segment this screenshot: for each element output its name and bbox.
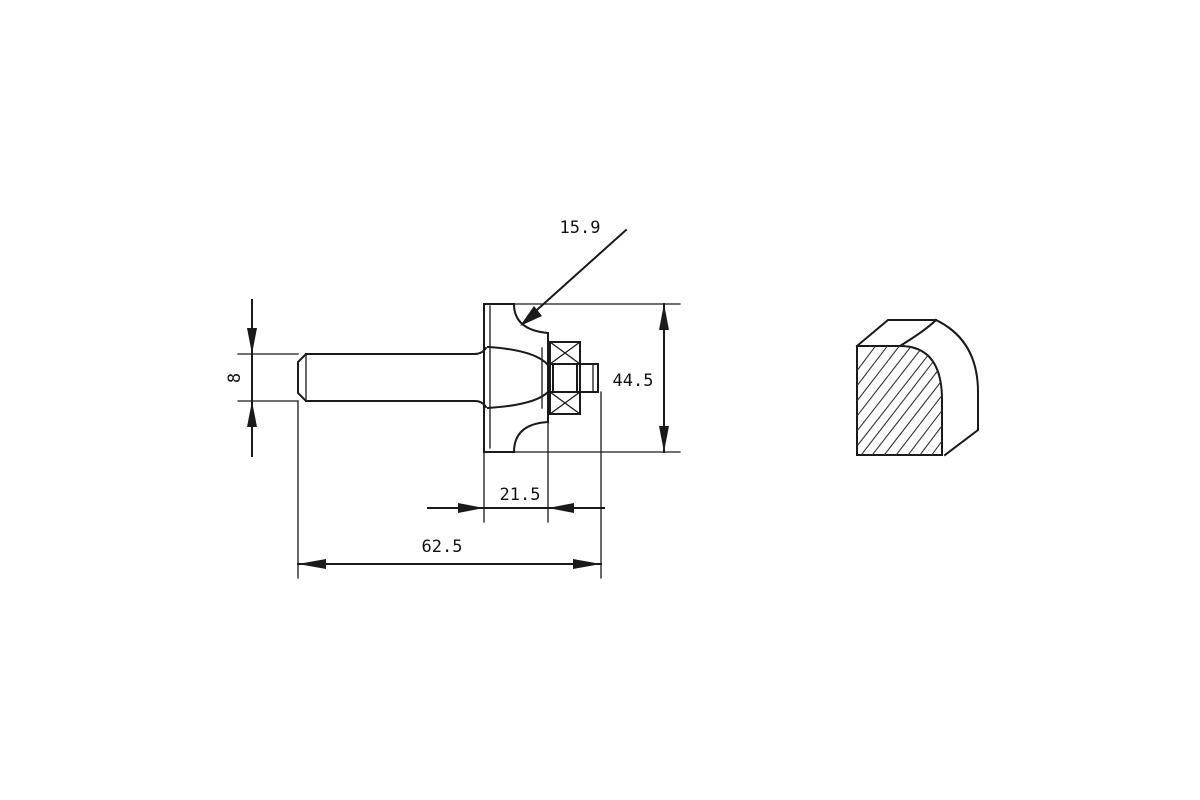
profile-hatching	[857, 346, 942, 455]
dim-shank-diameter: 8	[225, 299, 299, 457]
radius-label: 15.9	[560, 218, 601, 238]
cutter-diameter-label: 44.5	[613, 371, 654, 391]
cutter-body	[483, 302, 550, 454]
dim-overall-length: 62.5	[297, 391, 602, 579]
overall-length-label: 62.5	[422, 537, 463, 557]
shank	[297, 346, 488, 409]
dim-cutter-diameter: 44.5	[513, 303, 681, 453]
dim-cutting-height: 21.5	[427, 421, 605, 523]
profile-cross-section	[855, 318, 979, 457]
bearing	[549, 341, 599, 415]
dim-radius: 15.9	[520, 218, 628, 326]
cutting-height-label: 21.5	[500, 485, 541, 505]
shank-diameter-label: 8	[225, 373, 245, 383]
router-bit-side-view	[297, 302, 599, 454]
